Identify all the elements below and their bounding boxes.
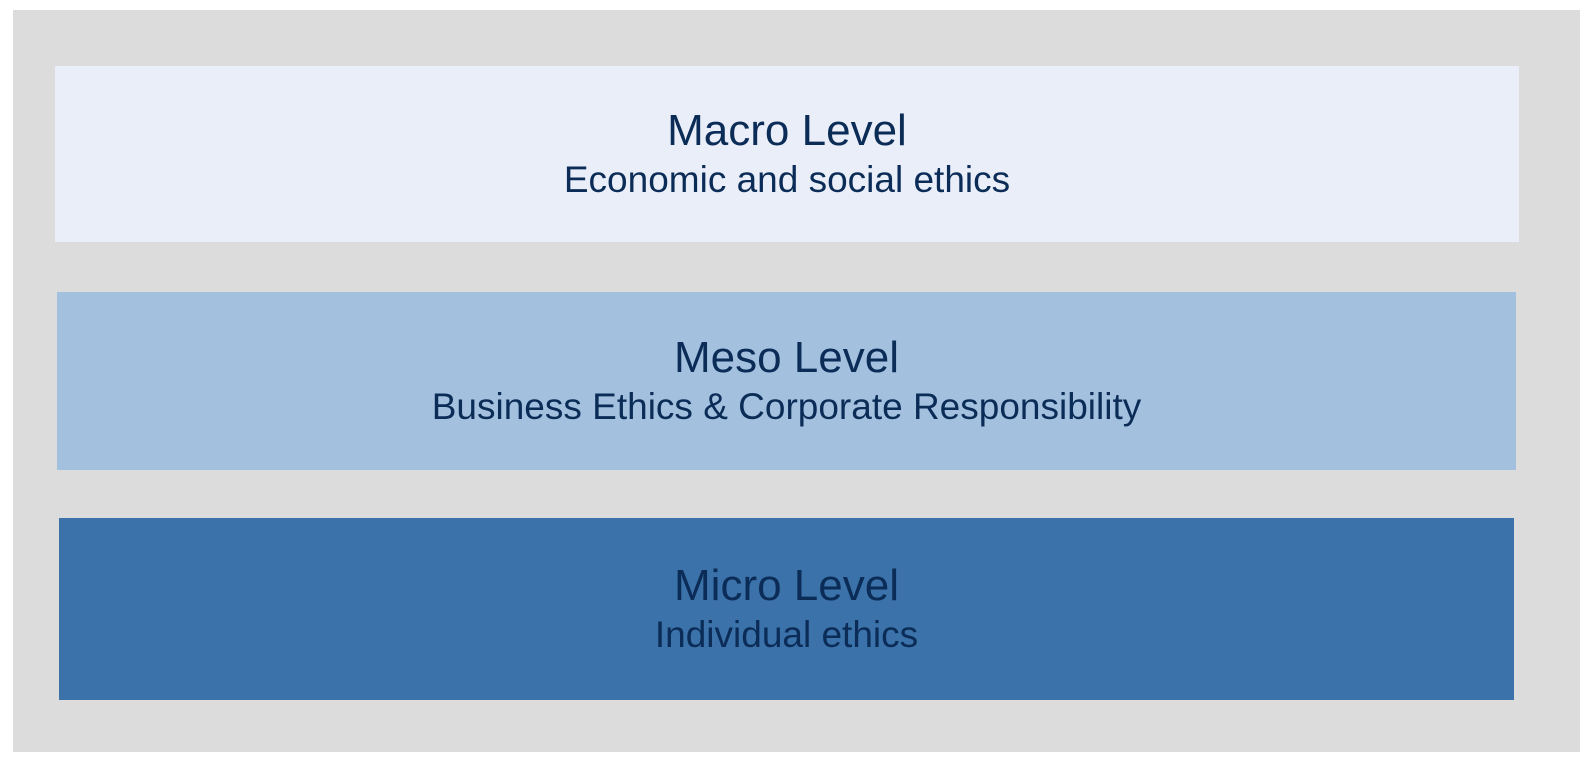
meso-level-subtitle: Business Ethics & Corporate Responsibili… [431, 386, 1142, 427]
meso-level-box: Meso Level Business Ethics & Corporate R… [57, 292, 1516, 470]
micro-level-title: Micro Level [674, 561, 899, 610]
macro-level-subtitle: Economic and social ethics [563, 159, 1011, 200]
diagram-frame: Macro Level Economic and social ethics M… [13, 10, 1580, 752]
meso-level-title: Meso Level [673, 333, 899, 382]
macro-level-title: Macro Level [667, 106, 907, 155]
macro-level-box: Macro Level Economic and social ethics [55, 66, 1519, 242]
micro-level-subtitle: Individual ethics [654, 614, 919, 655]
micro-level-box: Micro Level Individual ethics [59, 518, 1514, 700]
